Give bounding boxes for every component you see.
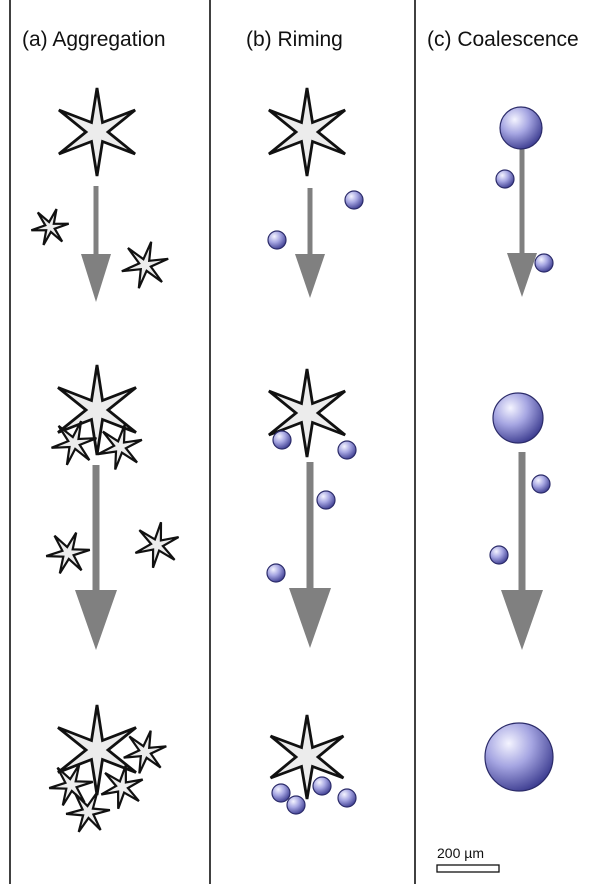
droplet (338, 441, 356, 459)
fall-arrow-head (75, 590, 117, 650)
ice-crystal (66, 792, 110, 832)
panel-title-aggregation: (a) Aggregation (22, 28, 166, 52)
panel-title-riming: (b) Riming (246, 28, 343, 52)
fall-arrow-head (81, 254, 111, 302)
panel-title-coalescence: (c) Coalescence (427, 28, 579, 52)
droplet (485, 723, 553, 791)
scale-bar-rect (437, 865, 499, 872)
fall-arrow-head (507, 253, 537, 297)
droplet (490, 546, 508, 564)
ice-crystal (49, 765, 93, 806)
droplet (493, 393, 543, 443)
fall-arrow-head (295, 254, 325, 298)
ice-crystals (31, 88, 345, 832)
fall-arrow-head (289, 588, 331, 648)
ice-crystal (122, 242, 168, 288)
ice-crystal (135, 522, 178, 567)
scale-bar-label: 200 µm (437, 845, 484, 861)
droplet (272, 784, 290, 802)
droplet (268, 231, 286, 249)
fall-arrow-head (501, 590, 543, 650)
scale-bar (437, 865, 499, 872)
droplet (267, 564, 285, 582)
ice-crystal (269, 88, 345, 176)
droplet (273, 431, 291, 449)
droplet (535, 254, 553, 272)
ice-crystal (31, 209, 68, 245)
ice-crystal (59, 88, 135, 176)
droplet (317, 491, 335, 509)
droplet (496, 170, 514, 188)
droplet (532, 475, 550, 493)
droplet (345, 191, 363, 209)
ice-crystal (46, 533, 90, 574)
droplet (500, 107, 542, 149)
droplet (313, 777, 331, 795)
droplet (287, 796, 305, 814)
droplet (338, 789, 356, 807)
